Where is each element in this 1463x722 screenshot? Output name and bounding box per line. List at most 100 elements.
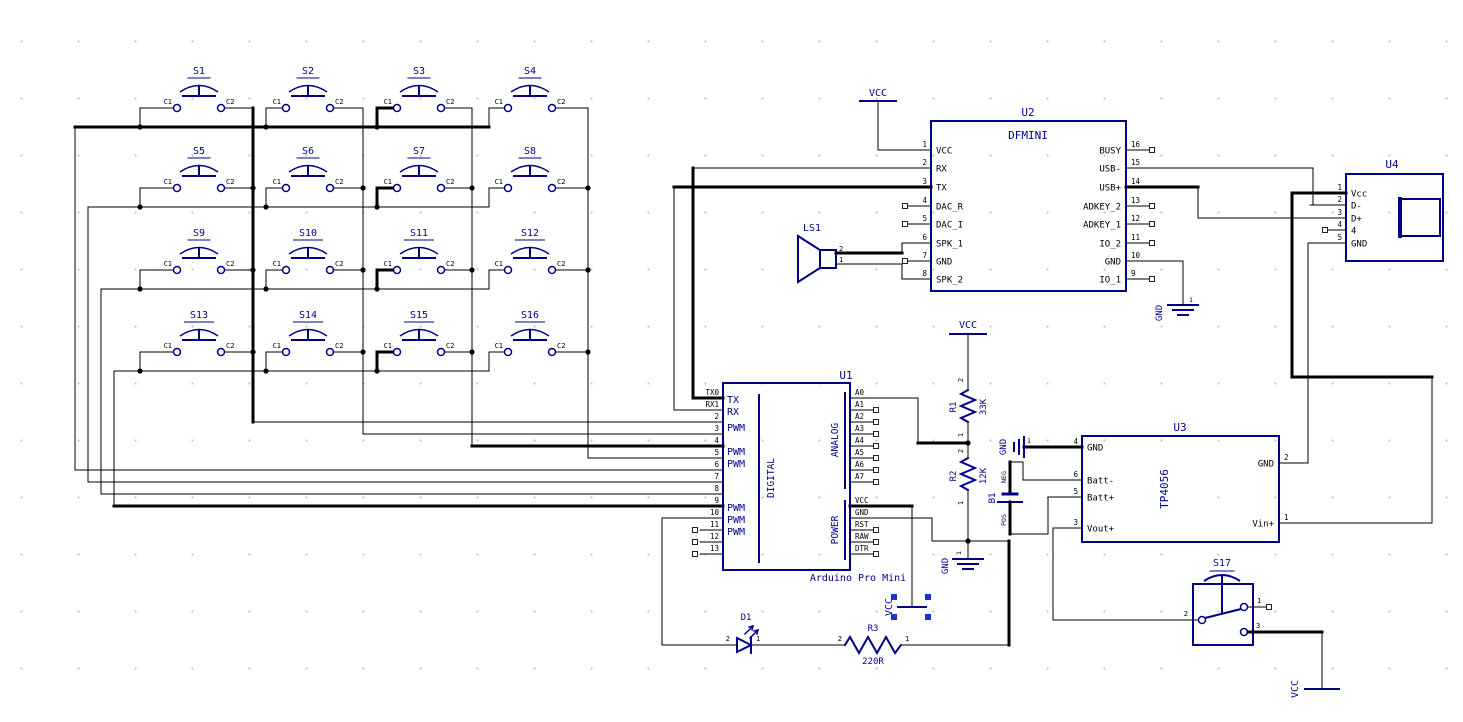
label: USB+ — [1099, 184, 1121, 194]
contact-circle — [392, 103, 402, 113]
wire-net-s17-vcc[interactable] — [1246, 630, 1324, 690]
selection-handle[interactable] — [891, 614, 897, 620]
label: 8 — [714, 484, 719, 493]
contact-circle — [325, 265, 335, 275]
ic-body — [1081, 435, 1280, 543]
label: S17 — [1213, 558, 1231, 569]
wire-net-usb-plus[interactable] — [1147, 185, 1347, 219]
label: GND — [1155, 305, 1165, 321]
label: PWM — [727, 503, 745, 514]
contact-circle — [392, 347, 402, 357]
wire-net-a0-divider[interactable] — [872, 397, 970, 445]
contact-circle — [325, 347, 335, 357]
label: S16 — [521, 310, 539, 321]
wire-net-spk2[interactable] — [835, 263, 909, 280]
label: D1 — [741, 613, 752, 623]
selection-handle[interactable] — [891, 594, 897, 600]
label: 2 — [714, 412, 719, 421]
ic-u2-dfmini[interactable]: U21VCC2RX3TX4DAC_R5DAC_I6SPK_17GND8SPK_2… — [906, 106, 1151, 292]
no-connect-icon — [692, 527, 698, 533]
wire-net-u2-gnd[interactable] — [1148, 260, 1184, 306]
label: S9 — [193, 228, 205, 239]
wire-net-usb-minus[interactable] — [1148, 167, 1347, 206]
wire-net-u4gnd-u3gnd[interactable] — [1301, 242, 1347, 464]
junction-dot — [585, 185, 591, 191]
wire-net-u4vcc-vin[interactable] — [1290, 191, 1434, 524]
wire-net-gnd-r3[interactable] — [908, 539, 1011, 647]
no-connect-icon — [1149, 240, 1155, 246]
label: U3 — [1173, 421, 1186, 434]
label: S11 — [410, 228, 428, 239]
label: RX — [727, 407, 739, 418]
label: 10 — [710, 508, 720, 517]
label: 2 — [957, 449, 965, 453]
no-connect-icon — [902, 203, 908, 209]
no-connect-icon — [873, 467, 879, 473]
wire-net-u2tx-rx1[interactable] — [672, 185, 933, 411]
keypad-matrix-wires[interactable] — [73, 106, 702, 508]
label: 1 — [1027, 437, 1031, 445]
label: GND — [936, 258, 952, 268]
junction-dot — [137, 368, 143, 374]
wire-net-spk1[interactable] — [834, 242, 909, 255]
selection-handle[interactable] — [925, 594, 931, 600]
selection-handle[interactable] — [925, 614, 931, 620]
label: 3 — [1073, 518, 1078, 527]
label: C1 — [384, 342, 392, 350]
label: PWM — [727, 459, 745, 470]
vcc-flag-r1[interactable]: VCC — [949, 320, 987, 374]
label: 2 — [922, 158, 927, 167]
label: C2 — [226, 178, 234, 186]
label: IO_1 — [1099, 276, 1121, 286]
label: Vin+ — [1252, 520, 1274, 530]
no-connect-icon — [873, 443, 879, 449]
wire-net-pin10-d1[interactable] — [661, 517, 738, 646]
label: D+ — [1351, 215, 1362, 225]
wire-net-vout-s17[interactable] — [1052, 527, 1199, 621]
wire-net-u1-gnd[interactable] — [872, 517, 969, 542]
label: PWM — [727, 527, 745, 538]
label: A6 — [855, 460, 865, 469]
label: GND — [1105, 258, 1121, 268]
wire-net-u2rx-tx0[interactable] — [691, 166, 932, 400]
lead-c1 — [265, 269, 284, 290]
vcc-flag-s17[interactable]: VCC — [1290, 631, 1340, 698]
label: TX — [727, 395, 739, 406]
part-body — [819, 249, 837, 269]
vcc-flag-u1-selected[interactable]: VCC — [884, 505, 931, 620]
label: 6 — [1073, 470, 1078, 479]
label: 1 — [839, 256, 843, 264]
lead-c1 — [139, 107, 175, 128]
no-connect-icon — [902, 221, 908, 227]
vcc-flag-u2[interactable]: VCC — [859, 88, 932, 151]
